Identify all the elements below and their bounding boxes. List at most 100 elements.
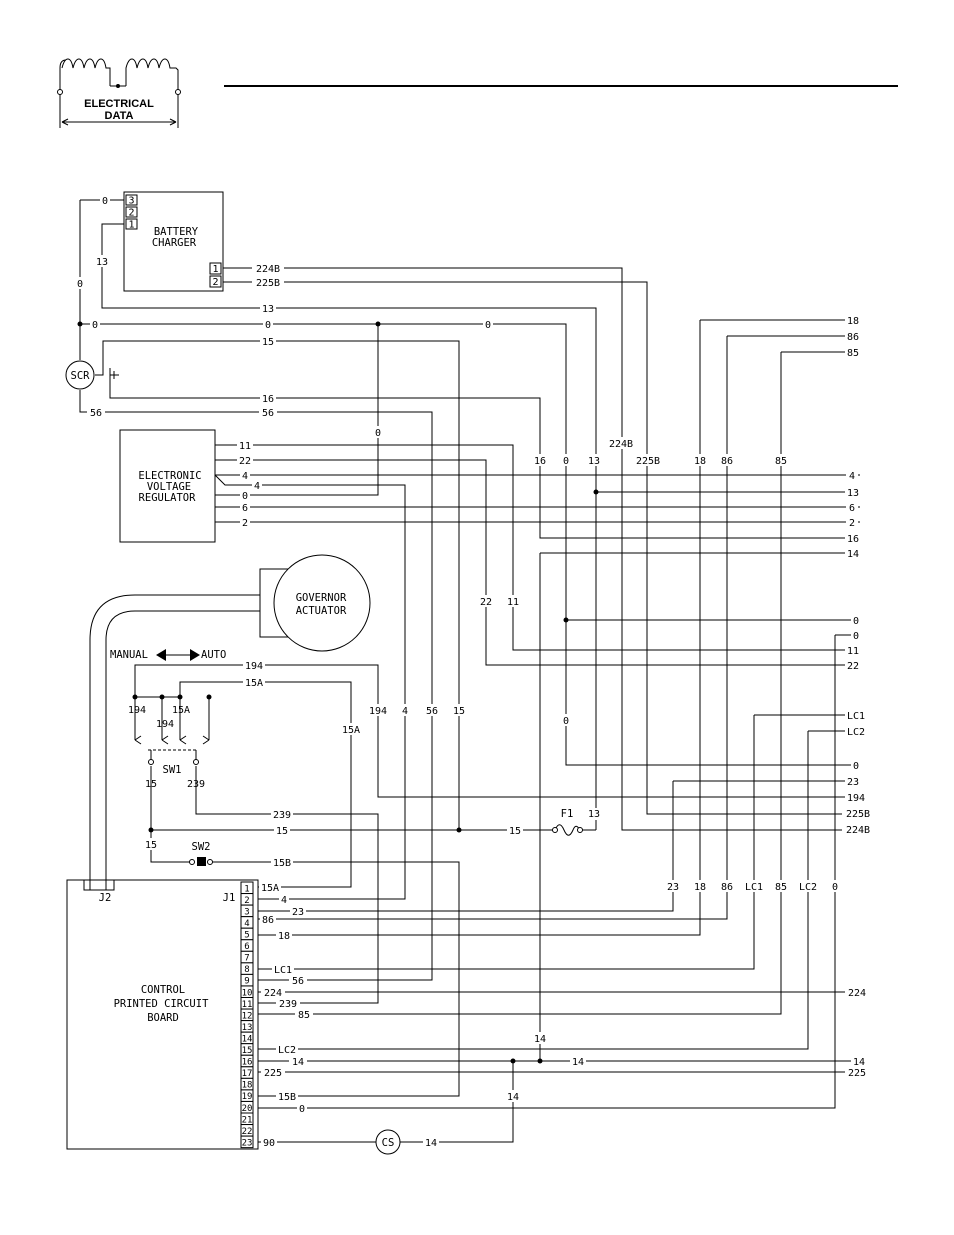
j1-pin-number: 22	[242, 1127, 253, 1137]
j1-pin-number: 3	[244, 907, 249, 917]
wire-label: 239	[279, 999, 297, 1010]
wire-label: 86	[847, 332, 859, 343]
wire-label: 56	[292, 976, 304, 987]
electronic-voltage-regulator: ELECTRONIC VOLTAGE REGULATOR	[119, 429, 216, 543]
wire-label: 23	[847, 777, 859, 788]
wire-label: 86	[721, 882, 733, 893]
wire-label: LC2	[799, 882, 817, 893]
wire-label: 15B	[278, 1092, 296, 1103]
j1-pin-number: 16	[242, 1058, 253, 1068]
battery-charger-label-2: CHARGER	[152, 237, 197, 249]
wire-label: 0	[485, 320, 491, 331]
wire-label: 0	[832, 882, 838, 893]
wire-label: 16	[847, 534, 859, 545]
wire-label: 22	[847, 661, 859, 672]
manual-auto-indicator: MANUAL AUTO	[110, 649, 226, 661]
j1-pin-number: 20	[242, 1104, 253, 1114]
wire-label: 14	[507, 1092, 519, 1103]
wire-label: 0	[242, 491, 248, 502]
governor-label-2: ACTUATOR	[296, 605, 347, 617]
j1-pin-number: 10	[242, 988, 253, 998]
wire-label: 15A	[261, 883, 279, 894]
wire-label: 15	[262, 337, 274, 348]
wire-label: 224	[848, 988, 866, 999]
wire-label: 15	[509, 826, 521, 837]
wire-label: 224B	[846, 825, 870, 836]
bc-out-pin-1: 1	[212, 264, 218, 275]
wire-label: 194	[128, 705, 146, 716]
wire-label: 86	[262, 915, 274, 926]
wire-label: 225	[848, 1068, 866, 1079]
wire-label: 85	[775, 456, 787, 467]
battery-charger: 3 2 1 1 2 BATTERY CHARGER	[123, 191, 224, 292]
electrical-data-logo: ELECTRICAL DATA	[57, 58, 181, 128]
wire-label: 14	[292, 1057, 304, 1068]
wire-label: 56	[426, 706, 438, 717]
wire-label: 85	[775, 882, 787, 893]
wire-label: 11	[847, 646, 859, 657]
wire-label: 194	[847, 793, 865, 804]
j1-pin-number: 23	[242, 1138, 253, 1148]
wire-label: 15	[145, 779, 157, 790]
sw2-label: SW2	[192, 841, 211, 853]
bc-pin-3: 3	[128, 196, 134, 207]
wire-label: 2	[849, 518, 855, 529]
battery-charger-label-1: BATTERY	[154, 226, 199, 238]
pcb-label-3: BOARD	[147, 1012, 179, 1024]
wire-label: 224B	[609, 439, 633, 450]
wire-label: 18	[694, 456, 706, 467]
j1-pin-number: 18	[242, 1081, 253, 1091]
j2-label: J2	[99, 892, 112, 904]
cs-sensor: CS	[375, 1129, 401, 1155]
j1-pin-number: 8	[244, 965, 249, 975]
wire-label: 15A	[172, 705, 190, 716]
wire-label: 4	[254, 481, 260, 492]
wire-label: 18	[694, 882, 706, 893]
evr-label-3: REGULATOR	[139, 492, 197, 504]
wire-label: 225B	[846, 809, 870, 820]
wire-label: 4	[402, 706, 408, 717]
wire-label: 15	[453, 706, 465, 717]
j1-pin-number: 4	[244, 919, 249, 929]
wire-label: 15B	[273, 858, 291, 869]
wire-label: 11	[507, 597, 519, 608]
wire-label: 56	[90, 408, 102, 419]
sw2: SW2	[189, 841, 213, 866]
pcb-label-1: CONTROL	[141, 984, 185, 996]
wire-label: 16	[262, 394, 274, 405]
wire-label: 0	[77, 279, 83, 290]
wire-label: 13	[588, 456, 600, 467]
wire-label: 13	[588, 809, 600, 820]
wire-label: 15A	[245, 678, 263, 689]
wire-label: 56	[262, 408, 274, 419]
wire-label: 0	[265, 320, 271, 331]
wire-label: 2	[242, 518, 248, 529]
j1-pin-number: 19	[242, 1092, 253, 1102]
sw1-label: SW1	[163, 764, 182, 776]
logo-line2: DATA	[105, 110, 134, 122]
wire-label: LC1	[745, 882, 763, 893]
wire-label: 85	[847, 348, 859, 359]
wire-label: LC2	[847, 727, 865, 738]
wire-label: 14	[572, 1057, 584, 1068]
wire-label: LC2	[278, 1045, 296, 1056]
control-pcb: J2 J1 CONTROL PRINTED CIRCUIT BOARD 1234…	[66, 879, 259, 1150]
j1-pin-number: 17	[242, 1069, 253, 1079]
wire-label: 0	[563, 716, 569, 727]
wire-label: 0	[375, 428, 381, 439]
wire-label: LC1	[274, 965, 292, 976]
auto-label: AUTO	[201, 649, 226, 661]
wire-label: 225	[264, 1068, 282, 1079]
manual-label: MANUAL	[110, 649, 148, 661]
wire-label: 4	[242, 471, 248, 482]
wire-label: 239	[273, 810, 291, 821]
wire-label: 15A	[342, 725, 360, 736]
j1-label: J1	[223, 892, 236, 904]
wire-label: 194	[156, 719, 174, 730]
wire-label: 0	[853, 616, 859, 627]
governor-label-1: GOVERNOR	[296, 592, 347, 604]
j1-pin-number: 7	[244, 954, 249, 964]
wire-label: 14	[853, 1057, 865, 1068]
